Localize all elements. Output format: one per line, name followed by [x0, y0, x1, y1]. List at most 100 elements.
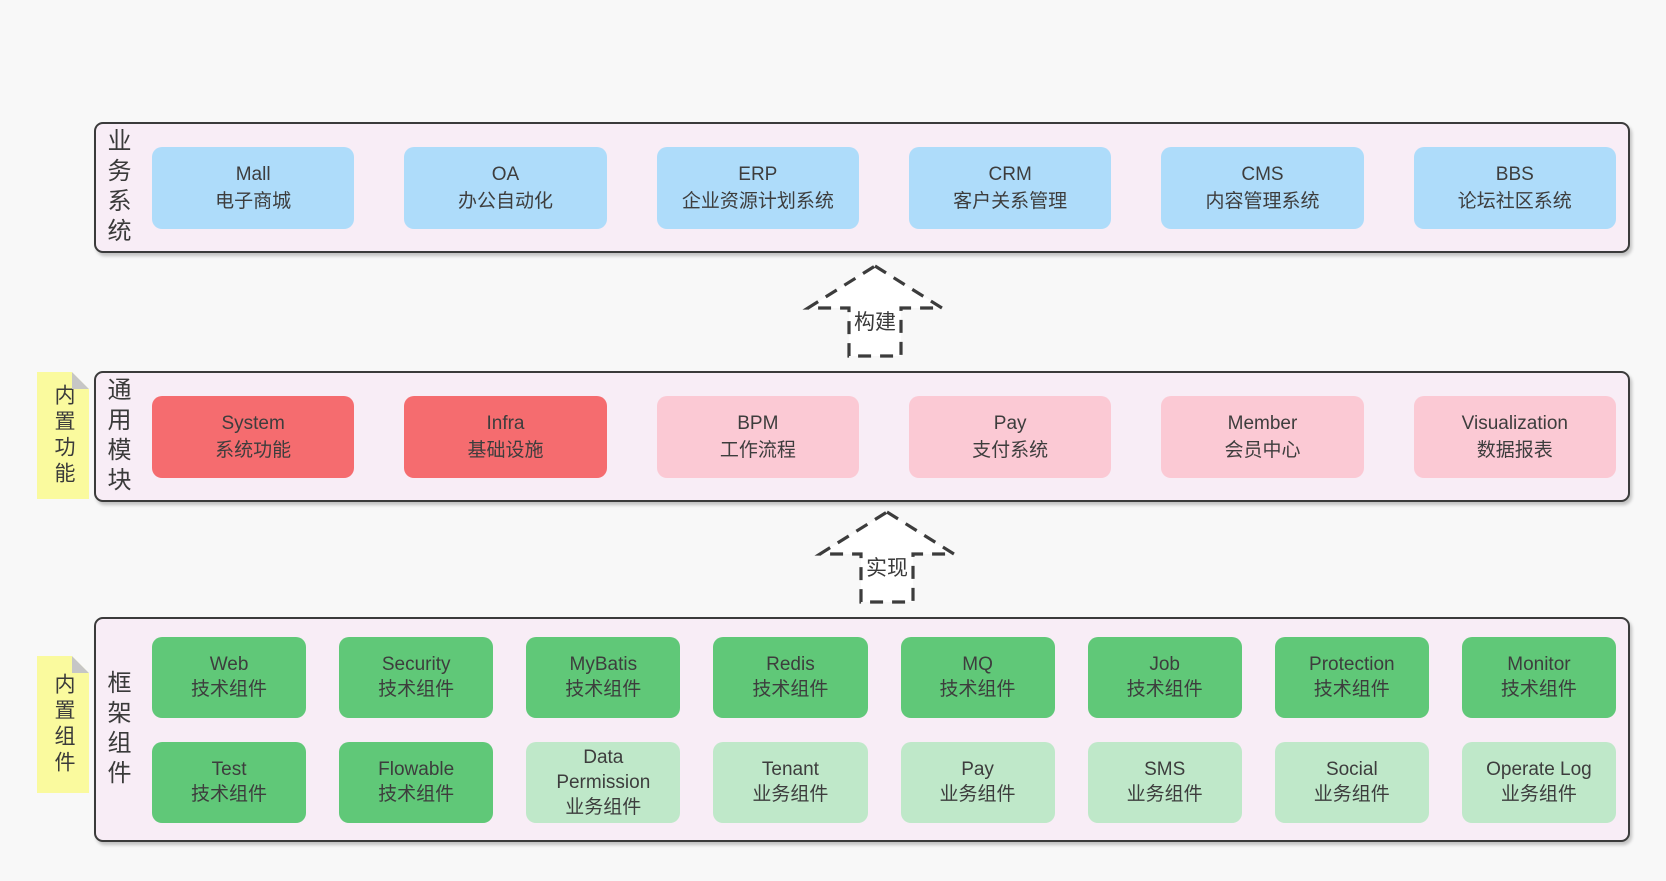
box-subtitle: 论坛社区系统	[1457, 190, 1572, 212]
box-redis: Redis 技术组件	[713, 636, 868, 718]
box-data-permission: Data Permission 业务组件	[526, 741, 681, 823]
box-title: Operate Log	[1486, 759, 1592, 780]
box-subtitle: 技术组件	[191, 679, 268, 700]
box-title: ERP	[738, 163, 778, 185]
box-title: Data Permission	[556, 746, 651, 793]
box-visualization: Visualization 数据报表	[1413, 395, 1616, 478]
box-title: MQ	[962, 654, 993, 675]
box-security: Security 技术组件	[339, 636, 494, 718]
box-title: Web	[209, 654, 249, 675]
box-title: CMS	[1241, 163, 1284, 185]
box-title: MyBatis	[569, 654, 638, 675]
box-subtitle: 业务组件	[1313, 784, 1390, 805]
box-subtitle: 企业资源计划系统	[681, 190, 834, 212]
box-title: Tenant	[761, 759, 819, 780]
box-protection: Protection 技术组件	[1274, 636, 1429, 718]
box-subtitle: 技术组件	[1500, 679, 1577, 700]
box-subtitle: 支付系统	[972, 439, 1049, 461]
box-subtitle: 内容管理系统	[1205, 190, 1320, 212]
box-monitor: Monitor 技术组件	[1461, 636, 1616, 718]
box-subtitle: 技术组件	[1126, 679, 1203, 700]
box-title: Social	[1325, 759, 1378, 780]
box-title: System	[221, 412, 285, 434]
box-subtitle: 技术组件	[752, 679, 829, 700]
box-subtitle: 技术组件	[378, 784, 455, 805]
box-title: SMS	[1144, 759, 1186, 780]
framework-boxes-grid: Web 技术组件 Security 技术组件 MyBatis 技术组件 Redi…	[134, 619, 1628, 840]
box-title: Pay	[961, 759, 994, 780]
box-pay-component: Pay 业务组件	[900, 741, 1055, 823]
box-subtitle: 工作流程	[719, 439, 796, 461]
box-title: Member	[1227, 412, 1298, 434]
box-mq: MQ 技术组件	[900, 636, 1055, 718]
box-title: BPM	[737, 412, 779, 434]
box-system: System 系统功能	[152, 395, 355, 478]
band-label-business-systems: 业务系统	[103, 127, 130, 248]
box-job: Job 技术组件	[1087, 636, 1242, 718]
box-subtitle: 客户关系管理	[953, 190, 1068, 212]
sticky-note-text: 内置功能	[52, 383, 75, 488]
arrow-label-implement: 实现	[865, 552, 909, 582]
sticky-note-built-in-components: 内置组件	[37, 656, 89, 793]
box-subtitle: 技术组件	[1313, 679, 1390, 700]
box-operate-log: Operate Log 业务组件	[1461, 741, 1616, 823]
box-test: Test 技术组件	[152, 741, 307, 823]
framework-row-1: Web 技术组件 Security 技术组件 MyBatis 技术组件 Redi…	[152, 636, 1616, 718]
box-title: Security	[381, 654, 451, 675]
box-crm: CRM 客户关系管理	[908, 146, 1112, 229]
box-bbs: BBS 论坛社区系统	[1413, 146, 1616, 229]
box-subtitle: 业务组件	[1126, 784, 1203, 805]
band-label-framework-components: 框架组件	[103, 669, 130, 790]
common-boxes-row: System 系统功能 Infra 基础设施 BPM 工作流程 Pay 支付系统…	[134, 373, 1628, 500]
box-subtitle: 技术组件	[191, 784, 268, 805]
sticky-note-text: 内置组件	[52, 672, 75, 777]
box-title: BBS	[1495, 163, 1534, 185]
box-title: Test	[211, 759, 247, 780]
box-title: Protection	[1309, 654, 1395, 675]
box-erp: ERP 企业资源计划系统	[656, 146, 859, 229]
box-mall: Mall 电子商城	[152, 146, 355, 229]
framework-row-2: Test 技术组件 Flowable 技术组件 Data Permission …	[152, 741, 1616, 823]
implement-arrow: 实现	[812, 508, 962, 606]
box-title: Visualization	[1461, 412, 1568, 434]
box-mybatis: MyBatis 技术组件	[526, 636, 681, 718]
arrow-label-build: 构建	[853, 306, 897, 336]
band-label-common-modules: 通用模块	[103, 376, 130, 497]
box-title: OA	[491, 163, 520, 185]
build-arrow: 构建	[800, 262, 950, 360]
box-subtitle: 业务组件	[939, 784, 1016, 805]
box-subtitle: 办公自动化	[457, 190, 553, 212]
box-subtitle: 业务组件	[565, 796, 642, 818]
box-tenant: Tenant 业务组件	[713, 741, 868, 823]
box-title: Mall	[235, 163, 271, 185]
box-flowable: Flowable 技术组件	[339, 741, 494, 823]
box-subtitle: 业务组件	[1500, 784, 1577, 805]
box-subtitle: 电子商城	[215, 190, 292, 212]
box-social: Social 业务组件	[1274, 741, 1429, 823]
box-title: Flowable	[378, 759, 455, 780]
box-subtitle: 业务组件	[752, 784, 829, 805]
box-title: Infra	[486, 412, 525, 434]
box-subtitle: 会员中心	[1224, 439, 1301, 461]
box-pay-system: Pay 支付系统	[908, 395, 1112, 478]
box-subtitle: 数据报表	[1476, 439, 1553, 461]
box-infra: Infra 基础设施	[404, 395, 607, 478]
box-oa: OA 办公自动化	[404, 146, 607, 229]
box-subtitle: 技术组件	[378, 679, 455, 700]
box-bpm: BPM 工作流程	[656, 395, 859, 478]
box-subtitle: 系统功能	[215, 439, 292, 461]
band-framework-components: 框架组件 Web 技术组件 Security 技术组件 MyBatis 技术组件…	[94, 617, 1630, 842]
box-subtitle: 技术组件	[939, 679, 1016, 700]
box-sms: SMS 业务组件	[1087, 741, 1242, 823]
band-common-modules: 通用模块 System 系统功能 Infra 基础设施 BPM 工作流程 Pay…	[94, 371, 1630, 502]
box-member: Member 会员中心	[1161, 395, 1364, 478]
box-title: CRM	[988, 163, 1032, 185]
box-subtitle: 技术组件	[565, 679, 642, 700]
box-title: Pay	[993, 412, 1027, 434]
sticky-note-built-in-functions: 内置功能	[37, 372, 89, 499]
business-boxes-row: Mall 电子商城 OA 办公自动化 ERP 企业资源计划系统 CRM 客户关系…	[134, 124, 1628, 251]
box-cms: CMS 内容管理系统	[1161, 146, 1364, 229]
band-business-systems: 业务系统 Mall 电子商城 OA 办公自动化 ERP 企业资源计划系统 CRM…	[94, 122, 1630, 253]
box-title: Redis	[766, 654, 815, 675]
box-subtitle: 基础设施	[467, 439, 544, 461]
